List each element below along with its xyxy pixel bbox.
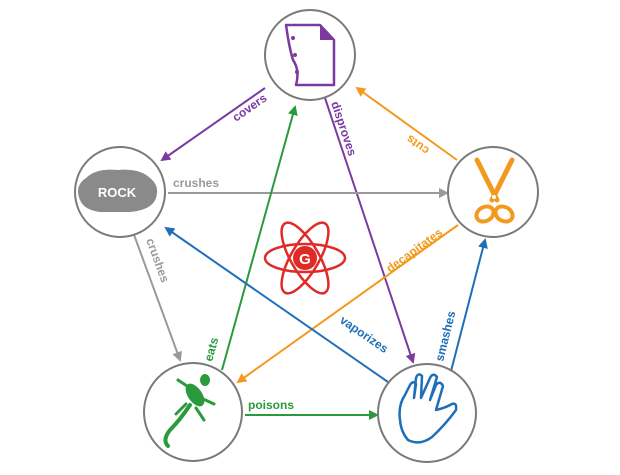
edge-label-cuts: cuts [403, 132, 431, 158]
node-lizard [143, 362, 243, 462]
edge-label-poisons: poisons [248, 398, 294, 412]
lizard-icon [163, 374, 216, 448]
edge-crushes-lizard: crushes [132, 231, 182, 362]
edge-label-eats: eats [201, 336, 221, 363]
edge-covers: covers [160, 87, 270, 162]
edge-poisons: poisons [245, 398, 379, 420]
node-paper [264, 9, 356, 101]
node-spock [377, 363, 477, 463]
edge-decapitates: decapitates [236, 224, 459, 384]
edge-eats: eats [201, 105, 298, 371]
edge-vaporizes: vaporizes [164, 226, 391, 383]
node-scissors [447, 146, 539, 238]
edge-label-decapitates: decapitates [384, 225, 446, 275]
edge-label-disproves: disproves [328, 100, 359, 159]
spock-hand-icon [398, 373, 458, 444]
node-rock: ROCK [74, 146, 166, 238]
edge-label-vaporizes: vaporizes [337, 313, 391, 356]
edge-crushes-scissors: crushes [168, 176, 449, 198]
edge-smashes: smashes [432, 238, 488, 376]
paper-icon [284, 23, 336, 87]
rock-label: ROCK [98, 185, 137, 200]
scissors-icon [474, 157, 515, 224]
rock-icon: ROCK [78, 169, 158, 212]
edge-cuts: cuts [355, 86, 458, 161]
edge-label-crushes-lizard: crushes [143, 236, 172, 284]
center-logo: G [263, 221, 347, 295]
center-letter: G [299, 251, 311, 268]
atom-logo-icon [263, 221, 347, 295]
edge-label-crushes-scissors: crushes [173, 176, 219, 190]
